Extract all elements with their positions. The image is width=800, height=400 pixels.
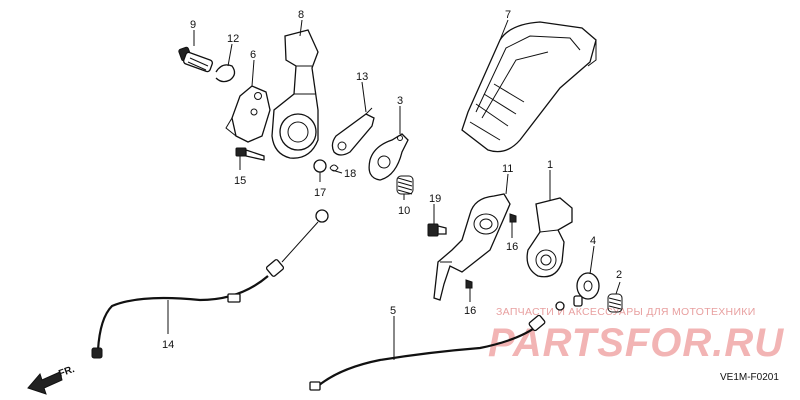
- callout-8: 8: [298, 9, 304, 21]
- watermark-caption: ЗАПЧАСТИ И АКСЕССУАРЫ ДЛЯ МОТОТЕХНИКИ: [496, 306, 756, 318]
- callout-1: 1: [547, 159, 553, 171]
- cover-part: [461, 21, 597, 153]
- callout-14: 14: [162, 339, 174, 351]
- screw-16a-part: [509, 213, 517, 223]
- bolt-15-part: [235, 147, 265, 161]
- callout-17: 17: [314, 187, 326, 199]
- cable-5-part: [309, 301, 565, 391]
- figure-code: VE1M-F0201: [720, 372, 779, 383]
- callout-3: 3: [397, 95, 403, 107]
- callout-9: 9: [190, 19, 196, 31]
- cam-plate-part: [368, 133, 409, 181]
- callout-5: 5: [390, 305, 396, 317]
- control-lever-part: [526, 197, 573, 278]
- callout-15: 15: [234, 175, 246, 187]
- bolt-19-part: [427, 223, 447, 237]
- callout-labels: 9 12 6 8 7 13 3 15 17 18 10 19 11 16 16 …: [162, 9, 622, 351]
- throttle-lever-part: [271, 29, 319, 159]
- callout-13: 13: [356, 71, 368, 83]
- callout-4: 4: [590, 235, 596, 247]
- spring-10-part: [396, 175, 414, 195]
- cable-nut-part: [573, 295, 583, 307]
- throttle-cable-14-part: [91, 209, 329, 359]
- leader-lines: [167, 19, 621, 360]
- callout-16a: 16: [506, 241, 518, 253]
- spring-2-part: [607, 293, 623, 313]
- spring-clip-part: [215, 64, 236, 83]
- screw-16b-part: [465, 279, 473, 289]
- link-arm-part: [331, 107, 375, 156]
- callout-19: 19: [429, 193, 441, 205]
- front-direction-arrow: FR.: [27, 364, 76, 395]
- callout-18: 18: [344, 168, 356, 180]
- direction-label: FR.: [57, 364, 76, 380]
- washer-17-part: [313, 159, 327, 173]
- callout-7: 7: [505, 9, 511, 21]
- callout-11: 11: [502, 163, 513, 175]
- lever-plate-part: [433, 193, 511, 301]
- callout-12: 12: [227, 33, 239, 45]
- callout-2: 2: [616, 269, 622, 281]
- callout-10: 10: [398, 205, 410, 217]
- lever-bracket-part: [225, 85, 271, 143]
- plunger-part: [178, 46, 214, 73]
- callout-16b: 16: [464, 305, 476, 317]
- washer-4-part: [576, 272, 600, 300]
- callout-6: 6: [250, 49, 256, 61]
